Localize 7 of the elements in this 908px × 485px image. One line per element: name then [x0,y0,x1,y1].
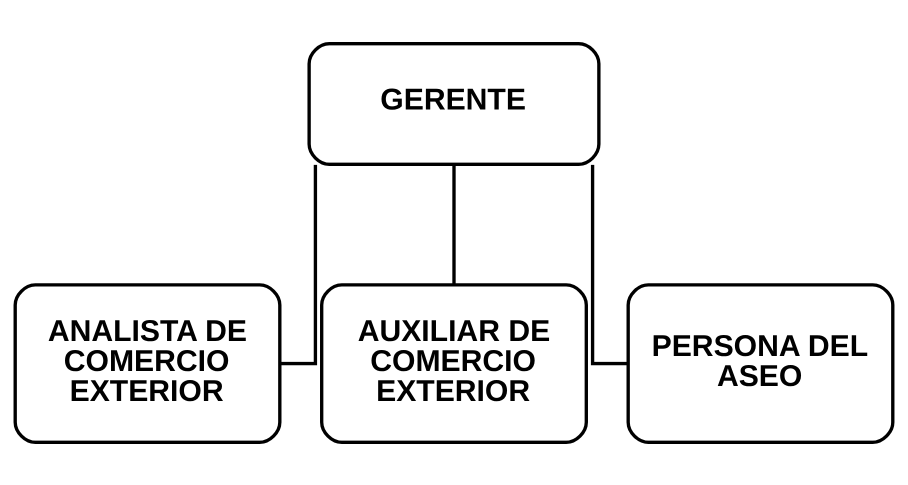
connector [590,164,628,365]
node-box: GERENTE [307,42,601,166]
node-box: AUXILIAR DE COMERCIO EXTERIOR [320,282,588,444]
node-box: ANALISTA DE COMERCIO EXTERIOR [14,282,282,444]
connector [280,164,318,365]
node-box: PERSONA DEL ASEO [626,282,894,444]
connector [452,164,456,284]
